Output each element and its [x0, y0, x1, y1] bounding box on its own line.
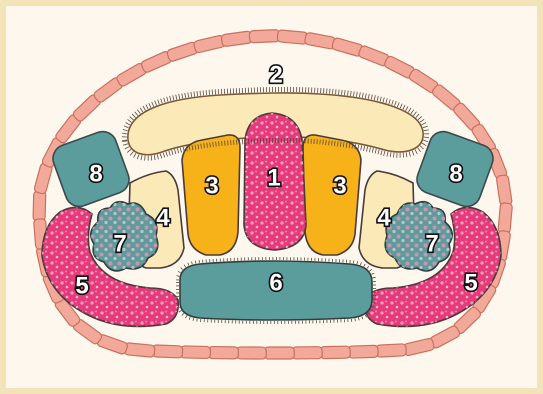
hatch-mark: [373, 277, 376, 278]
wall-brick: [208, 346, 238, 358]
wall-brick: [249, 30, 279, 43]
hatch-mark: [355, 318, 356, 321]
label-4-left: 4: [156, 205, 170, 232]
wall-brick: [180, 346, 210, 359]
label-8-right: 8: [449, 161, 462, 188]
wall-brick: [292, 347, 322, 359]
label-5-right: 5: [464, 270, 477, 297]
hatch-mark: [203, 90, 204, 95]
hatch-mark: [225, 141, 226, 146]
label-8-left: 8: [89, 161, 102, 188]
wall-brick: [348, 345, 378, 358]
wall-brick: [124, 343, 155, 358]
hatch-mark: [195, 261, 196, 264]
label-6: 6: [269, 270, 282, 297]
hatch-mark: [320, 140, 321, 145]
hatch-mark: [373, 303, 376, 304]
label-5-left: 5: [75, 273, 88, 300]
wall-brick: [264, 347, 294, 359]
hatch-mark: [145, 156, 146, 161]
wall-brick: [152, 345, 182, 358]
label-1: 1: [267, 165, 280, 192]
hatch-mark: [200, 91, 201, 96]
hatch-mark: [326, 140, 327, 145]
hatch-mark: [216, 142, 217, 147]
hatch-mark: [222, 141, 223, 146]
wall-brick: [320, 346, 350, 359]
hatch-mark: [394, 153, 395, 158]
hatch-mark: [339, 90, 340, 95]
label-7-left: 7: [113, 231, 126, 258]
wall-brick: [498, 203, 513, 234]
hatch-mark: [353, 260, 354, 263]
hatch-mark: [151, 156, 152, 161]
hatch-mark: [329, 140, 330, 145]
label-3-right: 3: [333, 173, 346, 200]
wall-brick: [376, 344, 407, 358]
label-7-right: 7: [425, 231, 438, 258]
label-3-left: 3: [205, 173, 218, 200]
hatch-mark: [342, 90, 343, 95]
label-2: 2: [269, 62, 282, 89]
wall-brick: [236, 347, 266, 359]
wall-brick: [277, 30, 308, 45]
label-4-right: 4: [377, 205, 391, 232]
hatch-mark: [323, 140, 324, 145]
wall-brick: [33, 191, 46, 221]
structure-3-right-block: [303, 135, 361, 255]
